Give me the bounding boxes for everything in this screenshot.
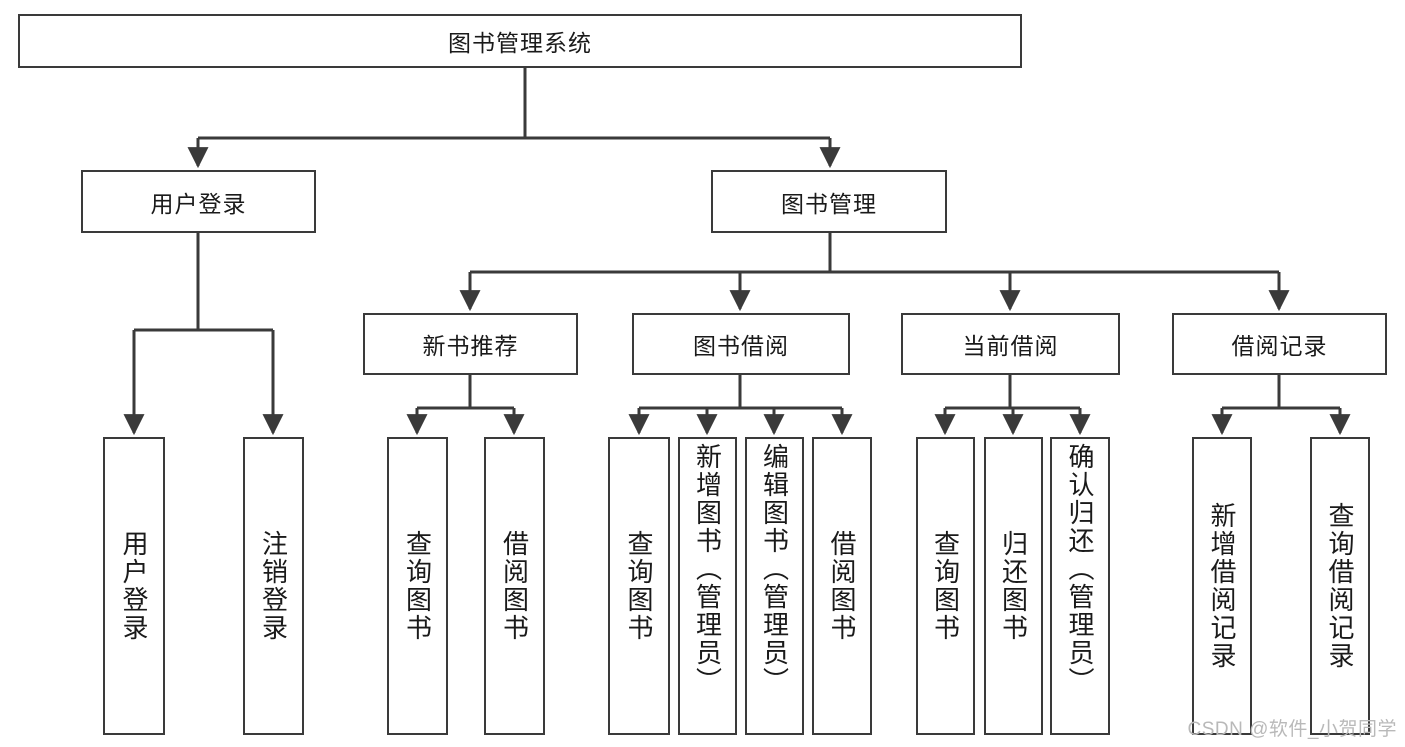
node-leaf-query-borrow-record-label: 查询借阅记录	[1325, 502, 1356, 670]
node-borrow-record-label: 借阅记录	[1231, 333, 1328, 359]
node-new-book-recommend-label: 新书推荐	[422, 333, 519, 359]
node-book-borrow-label: 图书借阅	[693, 333, 789, 359]
node-leaf-user-login[interactable]: 用户登录	[103, 437, 165, 735]
node-leaf-borrow-book-2-label: 借阅图书	[827, 530, 858, 642]
node-leaf-query-book-3-label: 查询图书	[930, 530, 961, 642]
node-leaf-confirm-return-admin[interactable]: 确认归还（管理员）	[1050, 437, 1110, 735]
node-leaf-add-book-admin[interactable]: 新增图书（管理员）	[678, 437, 737, 735]
csdn-watermark: CSDN @软件_小贺同学	[1187, 719, 1397, 740]
node-leaf-logout-login-label: 注销登录	[258, 530, 289, 642]
node-leaf-query-book-2-label: 查询图书	[624, 530, 655, 642]
node-leaf-query-book-3[interactable]: 查询图书	[916, 437, 975, 735]
node-leaf-return-book[interactable]: 归还图书	[984, 437, 1043, 735]
node-leaf-query-book-1[interactable]: 查询图书	[387, 437, 448, 735]
node-user-login-label: 用户登录	[150, 190, 247, 217]
node-leaf-edit-book-admin-label: 编辑图书（管理员）	[759, 443, 790, 695]
node-leaf-borrow-book-1[interactable]: 借阅图书	[484, 437, 545, 735]
node-leaf-add-borrow-record-label: 新增借阅记录	[1207, 502, 1238, 670]
node-new-book-recommend[interactable]: 新书推荐	[363, 313, 578, 375]
node-leaf-return-book-label: 归还图书	[998, 530, 1029, 642]
node-current-borrow-label: 当前借阅	[962, 333, 1059, 359]
node-leaf-user-login-label: 用户登录	[119, 530, 150, 642]
node-root-system[interactable]: 图书管理系统	[18, 14, 1022, 68]
node-leaf-logout-login[interactable]: 注销登录	[243, 437, 304, 735]
node-leaf-query-book-2[interactable]: 查询图书	[608, 437, 670, 735]
node-leaf-confirm-return-admin-label: 确认归还（管理员）	[1065, 443, 1096, 695]
node-book-manage-label: 图书管理	[781, 190, 877, 217]
node-leaf-borrow-book-2[interactable]: 借阅图书	[812, 437, 872, 735]
node-current-borrow[interactable]: 当前借阅	[901, 313, 1120, 375]
node-leaf-add-book-admin-label: 新增图书（管理员）	[692, 443, 723, 695]
node-leaf-edit-book-admin[interactable]: 编辑图书（管理员）	[745, 437, 804, 735]
node-borrow-record[interactable]: 借阅记录	[1172, 313, 1387, 375]
node-book-manage[interactable]: 图书管理	[711, 170, 947, 233]
node-leaf-borrow-book-1-label: 借阅图书	[499, 530, 530, 642]
node-root-system-label: 图书管理系统	[448, 30, 592, 56]
node-leaf-query-borrow-record[interactable]: 查询借阅记录	[1310, 437, 1370, 735]
node-book-borrow[interactable]: 图书借阅	[632, 313, 850, 375]
node-user-login[interactable]: 用户登录	[81, 170, 316, 233]
node-leaf-query-book-1-label: 查询图书	[402, 530, 433, 642]
node-leaf-add-borrow-record[interactable]: 新增借阅记录	[1192, 437, 1252, 735]
